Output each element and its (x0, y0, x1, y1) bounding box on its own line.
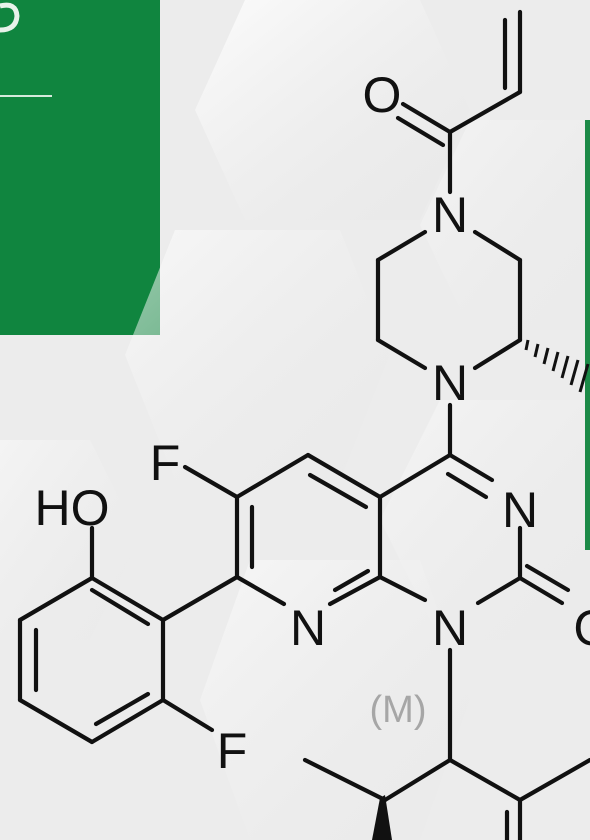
hexagon-tile (125, 230, 390, 480)
bond-hash-wedge (524, 339, 590, 393)
bond-ring (327, 574, 383, 607)
bond-ring (17, 575, 95, 623)
bond-piperazine (375, 337, 428, 371)
atom-labels: O N N F HO N N N O F (35, 67, 590, 779)
bond-layer (17, 9, 590, 840)
panel-divider (0, 95, 52, 97)
bond-piperazine (472, 337, 523, 371)
bond-ring (377, 574, 428, 603)
bond-ring (447, 452, 495, 483)
atom-f-lower: F (217, 723, 248, 779)
atom-n-pyridine: N (290, 600, 326, 656)
bond-ring (234, 452, 311, 500)
bond-ring (305, 452, 383, 500)
atom-n-piperazine-bottom: N (432, 355, 468, 411)
stereo-descriptor-label: (M) (370, 689, 427, 731)
atom-o-edge: O (574, 600, 590, 656)
bond-piperazine (375, 229, 428, 263)
bond-ring-inner (89, 587, 151, 627)
hexagon-tile (200, 560, 470, 840)
bond-aryl (517, 757, 590, 803)
hexagon-tile (420, 120, 590, 330)
bond-ring-inner (307, 472, 369, 510)
atom-n-piperazine-top: N (432, 187, 468, 243)
bond-carbonyl-lactam (517, 575, 565, 606)
atom-f-upper: F (150, 435, 181, 491)
bond-ring-inner (93, 691, 151, 727)
bond-ring-inner (332, 568, 371, 593)
atom-ho: HO (35, 480, 110, 536)
bond-carbonyl-lactam-inner (524, 563, 571, 593)
edge-green-strip (585, 120, 590, 550)
atom-n-lactam: N (432, 600, 468, 656)
bond-ring (17, 697, 95, 745)
hexagon-tile (0, 440, 140, 640)
bond-carbonyl-inner (395, 115, 446, 148)
bond-piperazine (472, 229, 523, 263)
bond-ring (89, 575, 166, 623)
bond-ring (89, 697, 166, 745)
bond-ring (234, 574, 287, 607)
bond-ring (475, 575, 523, 606)
bond-biaryl (160, 574, 240, 623)
hexagon-tile (195, 0, 470, 220)
atom-n-pyrimidine: N (502, 482, 538, 538)
bond-wedge (372, 795, 392, 840)
bond-aryl (447, 757, 523, 803)
atom-o-carbonyl: O (363, 67, 402, 123)
bond-carbonyl-outer (400, 101, 453, 135)
bond-c-f-lower (160, 697, 215, 733)
bond-vinyl-carbonyl (447, 89, 523, 135)
logo-glyph (0, 2, 20, 33)
brand-panel (0, 0, 160, 335)
bond-aryl (382, 757, 453, 803)
bond-isopropyl (302, 757, 388, 803)
bond-c-f (182, 464, 240, 500)
hexagon-tile (380, 400, 590, 640)
bond-ring (377, 452, 453, 500)
bond-ring-inner (445, 471, 489, 500)
